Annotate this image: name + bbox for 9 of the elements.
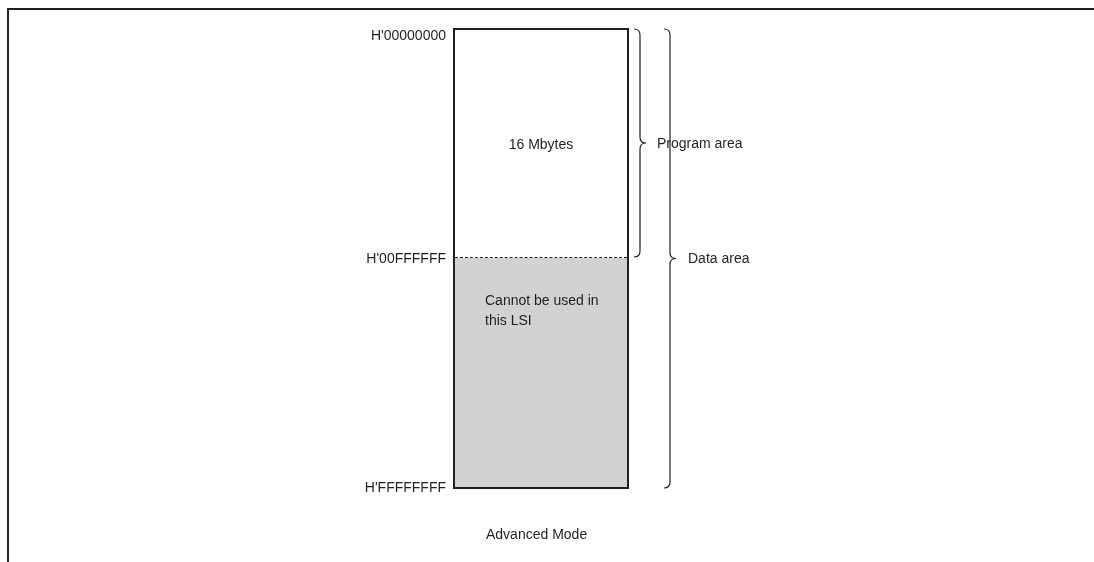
region-label: 16 Mbytes bbox=[507, 135, 575, 154]
address-label: H'FFFFFFFF bbox=[364, 478, 446, 496]
memory-region bbox=[453, 28, 629, 258]
region-label: Cannot be used in this LSI bbox=[485, 291, 600, 330]
address-label: H'00FFFFFF bbox=[366, 249, 446, 267]
address-label: H'00000000 bbox=[370, 26, 446, 44]
caption: Advanced Mode bbox=[486, 526, 588, 542]
area-label: Data area bbox=[688, 249, 750, 267]
memory-region bbox=[453, 258, 629, 489]
